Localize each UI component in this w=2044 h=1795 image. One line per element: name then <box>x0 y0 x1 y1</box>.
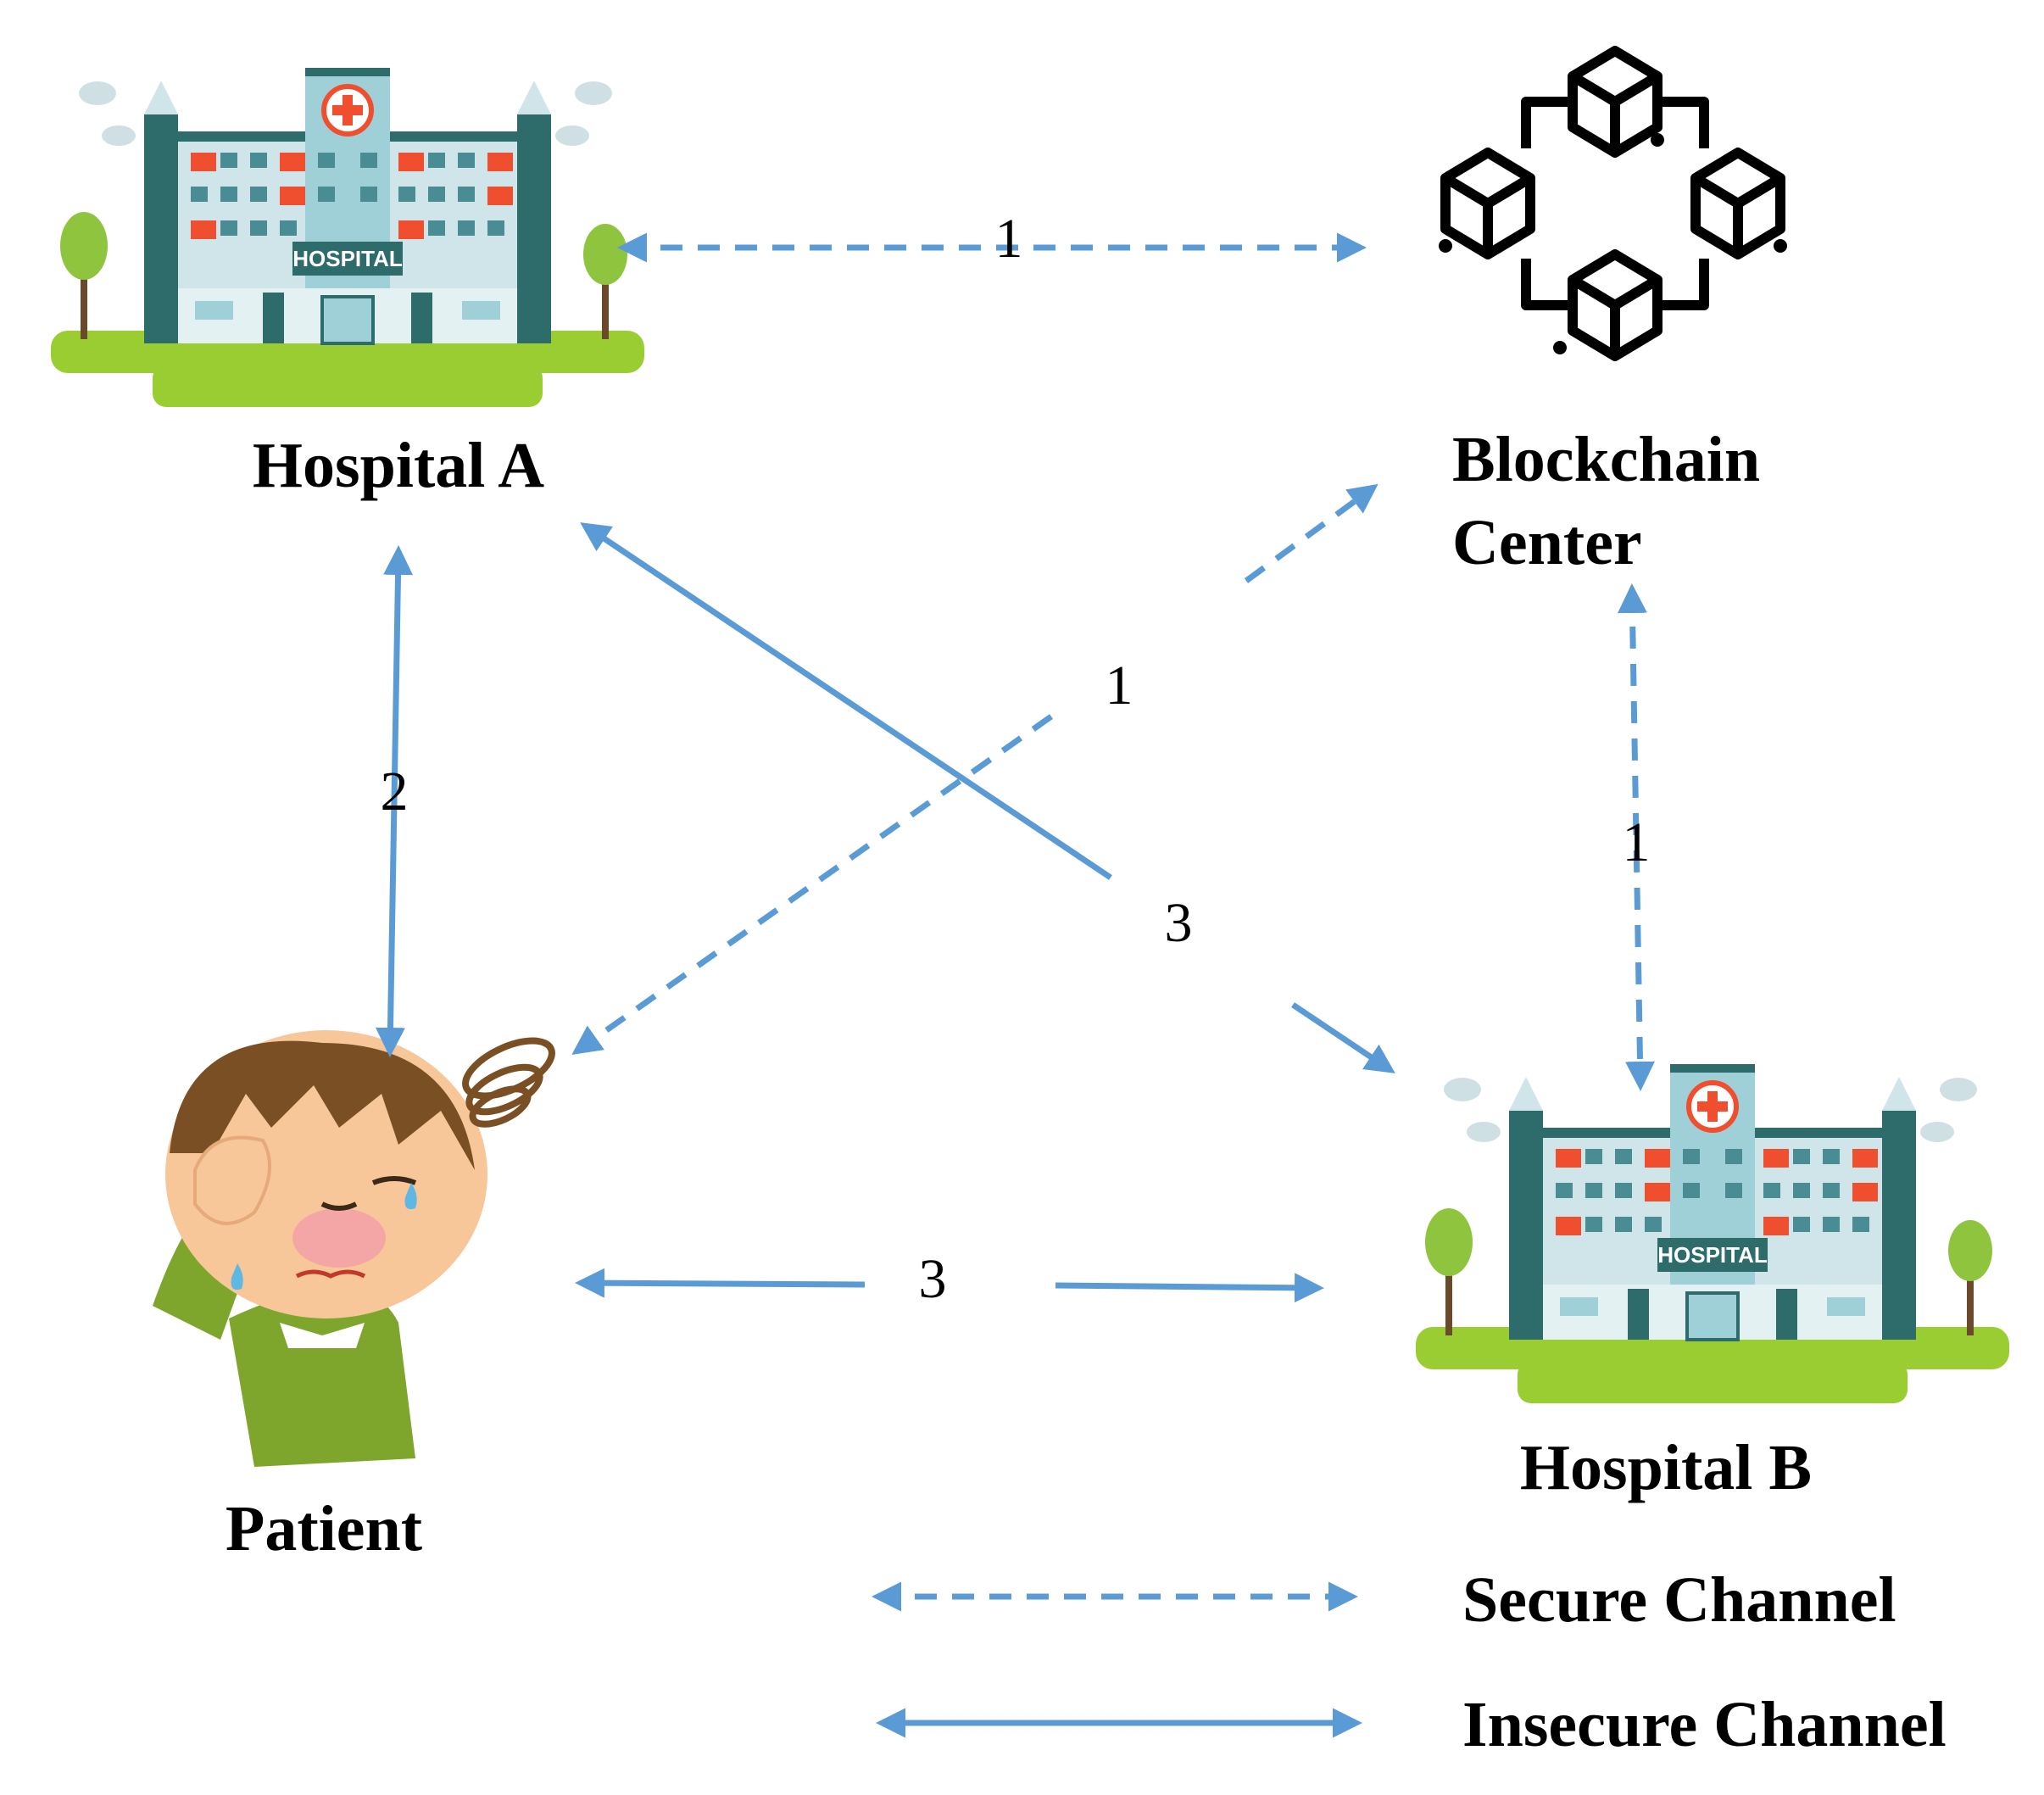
hospital-building-icon <box>1416 1064 2009 1403</box>
hospital-a-sign: HOSPITAL <box>292 246 403 271</box>
legend: Secure Channel Insecure Channel <box>872 1564 1947 1760</box>
edge-blockchain-hospitalb-label: 1 <box>1623 811 1651 873</box>
edge-hospitala-patient-label: 2 <box>381 761 409 822</box>
hospital-b: HOSPITAL <box>1416 1064 2009 1403</box>
hospital-building-icon <box>51 68 644 407</box>
edge-hospitala-patient <box>375 545 414 1057</box>
edge-hospitala-hospitalb-label: 3 <box>1165 892 1193 954</box>
legend-secure-label: Secure Channel <box>1462 1564 1896 1636</box>
hospital-b-sign: HOSPITAL <box>1657 1242 1768 1268</box>
edge-patient-hospitalb-right <box>1055 1273 1324 1303</box>
edge-blockchain-patient-label: 1 <box>1106 655 1133 716</box>
hospital-b-label: Hospital B <box>1520 1432 1812 1503</box>
edge-blockchain-hospitalb <box>1617 583 1656 1091</box>
hospital-a: HOSPITAL <box>51 68 644 407</box>
edge-patient-hospitalb-label: 3 <box>919 1248 947 1310</box>
edge-blockchain-patient-upper <box>1244 483 1378 583</box>
edge-hospitala-hospitalb-lower <box>1291 1002 1395 1073</box>
dizzy-swirl-icon <box>462 1037 555 1128</box>
legend-insecure-label: Insecure Channel <box>1462 1689 1947 1760</box>
blockchain-icon <box>1440 46 1785 361</box>
edge-blockchain-patient-lower <box>571 714 1054 1056</box>
blockchain-label-line2: Center <box>1452 507 1642 578</box>
hospital-a-label: Hospital A <box>253 430 544 501</box>
edge-patient-hospitalb-left <box>575 1268 866 1298</box>
edge-hospitala-blockchain-label: 1 <box>995 208 1023 270</box>
blockchain-label-line1: Blockchain <box>1452 424 1760 495</box>
blockchain-dots <box>1439 133 1787 354</box>
patient-label: Patient <box>226 1493 422 1564</box>
patient-avatar <box>153 1030 555 1467</box>
edge-hospitala-hospitalb-upper <box>580 522 1112 880</box>
